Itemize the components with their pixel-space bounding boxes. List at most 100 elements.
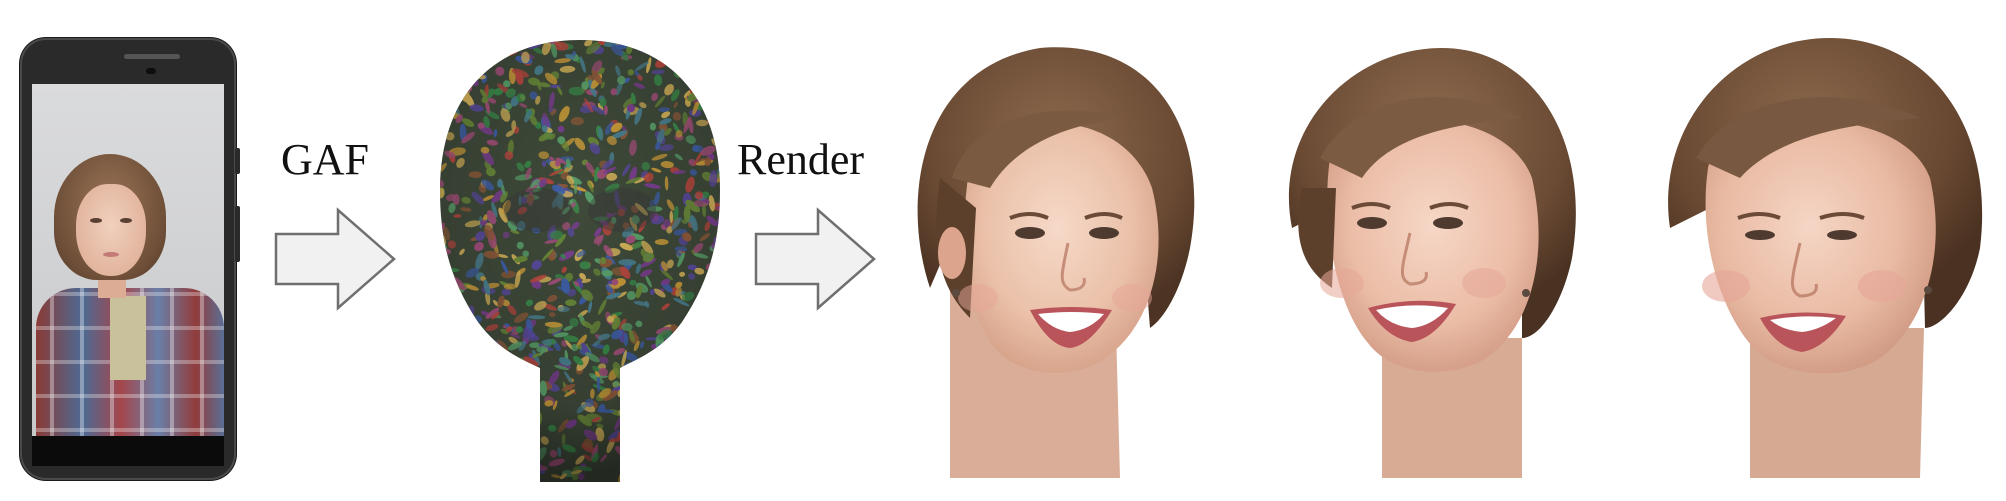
gaussian-splat xyxy=(504,463,511,477)
gaussian-splat xyxy=(634,393,643,402)
gaussian-splat xyxy=(719,234,720,246)
phone-screen-video-frame xyxy=(32,84,224,436)
gaussian-splat xyxy=(486,353,495,358)
gaussian-splat xyxy=(715,415,720,428)
gaussian-splat xyxy=(671,445,680,459)
gaussian-splat xyxy=(706,395,713,400)
gaussian-splat xyxy=(716,95,720,110)
gaussian-splat xyxy=(447,419,455,435)
gaussian-splat xyxy=(628,465,636,480)
gaussian-splat xyxy=(448,368,461,375)
right-eye xyxy=(120,218,132,223)
gaussian-splat xyxy=(440,147,443,157)
gaussian-splat xyxy=(440,111,447,118)
gaussian-splat xyxy=(478,367,492,375)
gaussian-splat xyxy=(531,474,536,482)
gaussian-splat xyxy=(432,305,440,314)
gaussian-splat xyxy=(494,373,503,385)
render-label: Render xyxy=(737,135,865,184)
gaussian-splat xyxy=(711,74,720,84)
gaussian-splat xyxy=(458,468,463,475)
gaussian-splat xyxy=(678,452,692,458)
gaussian-splat xyxy=(689,335,700,344)
gaussian-splat xyxy=(687,472,700,482)
gaussian-splat xyxy=(680,348,698,356)
gaussian-splat xyxy=(716,399,720,409)
gaussian-splat xyxy=(443,393,447,406)
gaussian-splat xyxy=(452,359,459,374)
gaussian-splat xyxy=(446,77,455,82)
gaussian-splat xyxy=(664,343,675,353)
gaussian-splat xyxy=(678,395,695,404)
gaussian-splat xyxy=(468,456,478,465)
gaussian-splat xyxy=(684,436,700,442)
gaussian-splat xyxy=(454,404,462,411)
phone-side-button xyxy=(235,148,240,174)
gaussian-splat xyxy=(430,440,439,450)
gaussian-splat xyxy=(700,403,708,415)
gaussian-splat xyxy=(651,391,658,398)
gaussian-splat xyxy=(454,453,466,466)
gaussian-splat xyxy=(699,42,708,49)
smartphone xyxy=(20,38,236,480)
gaussian-splat xyxy=(679,386,696,397)
gaussian-splat xyxy=(549,40,556,41)
rendered-head-view-1 xyxy=(917,47,1195,478)
gaussian-splat xyxy=(706,90,715,99)
gaussian-splat xyxy=(440,369,441,378)
gaussian-splat xyxy=(662,373,676,383)
gaussian-splat xyxy=(620,386,635,393)
gaussian-splat xyxy=(494,365,505,379)
gaussian-splat xyxy=(717,407,720,416)
gaussian-splat xyxy=(708,377,720,386)
gaussian-splat xyxy=(440,391,446,401)
block-right-arrow-icon xyxy=(274,207,396,311)
gaussian-splat xyxy=(460,59,474,66)
gaussian-splat xyxy=(681,402,699,411)
gaussian-splat xyxy=(463,73,471,79)
gaussian-splat xyxy=(709,45,719,54)
gaussian-splat xyxy=(654,466,663,476)
gaussian-splat xyxy=(663,466,670,474)
gaussian-splat xyxy=(667,369,676,386)
rendered-head-view-2 xyxy=(1288,48,1576,478)
gaussian-splat xyxy=(485,459,498,469)
gaussian-splat xyxy=(700,32,709,41)
gaussian-splat xyxy=(451,461,461,468)
gaussian-splat xyxy=(720,281,726,296)
gaussian-splat xyxy=(467,423,475,442)
gaussian-splat xyxy=(690,329,703,336)
gaussian-splat xyxy=(694,380,710,389)
gaussian-splat xyxy=(465,411,471,428)
gaussian-splat xyxy=(712,319,720,331)
gaussian-splat xyxy=(688,402,695,420)
gaussian-splat xyxy=(521,373,539,383)
gaussian-splat xyxy=(708,74,717,83)
gaussian-splat xyxy=(670,413,682,424)
gaussian-splat xyxy=(709,425,720,436)
gaussian-splat xyxy=(440,88,447,96)
mouth xyxy=(103,252,119,257)
gaussian-splat xyxy=(700,385,715,393)
gaussian-splat xyxy=(709,105,715,117)
gaussian-splat xyxy=(704,429,720,440)
gaussian-splat xyxy=(488,356,496,367)
gaussian-splat xyxy=(715,247,720,255)
gaussian-splat xyxy=(486,361,497,367)
gaussian-splat xyxy=(457,427,468,437)
gaussian-splat xyxy=(488,372,498,383)
gaf-label: GAF xyxy=(281,135,370,184)
gaussian-splat xyxy=(683,441,691,452)
gaussian-splat xyxy=(694,435,705,443)
gaussian-splat xyxy=(450,414,465,424)
gaussian-splat xyxy=(447,430,453,440)
gaussian-splat xyxy=(531,392,539,401)
phone-volume-button xyxy=(235,206,240,262)
gaussian-splat xyxy=(433,158,438,169)
gaussian-splat xyxy=(440,129,444,137)
gaussian-splat xyxy=(515,391,524,399)
gaussian-splat xyxy=(518,453,527,462)
gaussian-splat xyxy=(493,426,501,431)
gaussian-splat xyxy=(524,454,534,467)
left-eye xyxy=(90,218,102,223)
